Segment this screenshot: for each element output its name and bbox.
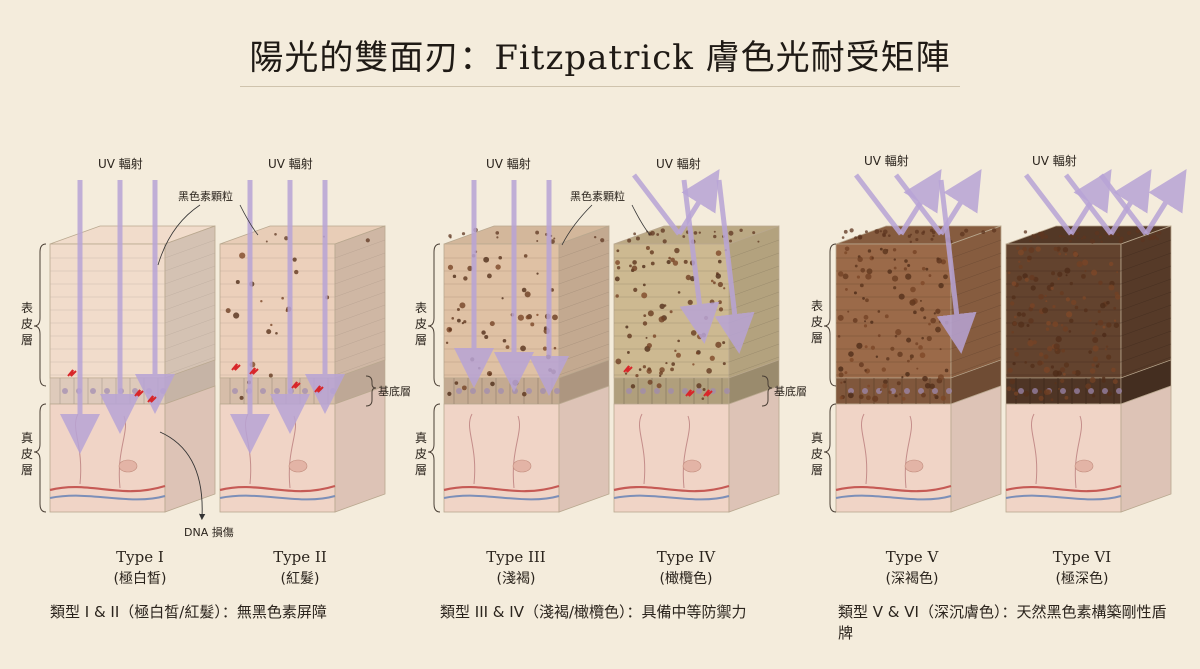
- type-name-2: Type II: [273, 548, 327, 566]
- type-name-6: Type VI: [1052, 548, 1112, 566]
- dermis-label-3: 真皮層: [810, 431, 823, 477]
- epidermis-label-2: 表皮層: [414, 301, 427, 347]
- dna-damage-mark: [314, 385, 324, 393]
- title-divider: [240, 86, 960, 87]
- epidermis-brace: [427, 243, 441, 387]
- melanin-leader: [157, 204, 201, 266]
- type-name-1: Type I: [116, 548, 164, 566]
- dna-damage-mark: [685, 389, 695, 397]
- uv-arrows-5: [854, 169, 982, 354]
- type-name-5: Type V: [885, 548, 939, 566]
- dermis-brace: [427, 403, 441, 513]
- type-desc-5: (深褐色): [885, 571, 939, 587]
- caption-group-3: 類型 V & VI（深沉膚色）：天然黑色素構築剛性盾牌: [838, 603, 1167, 642]
- dna-damage-mark: [231, 363, 241, 371]
- page-title: 陽光的雙面刃：Fitzpatrick 膚色光耐受矩陣: [249, 38, 951, 78]
- epidermis-brace: [823, 243, 837, 387]
- uv-label-4: UV 輻射: [656, 157, 701, 171]
- type-desc-3: (淺褐): [496, 571, 536, 587]
- dna-damage-mark: [249, 367, 259, 375]
- uv-label-3: UV 輻射: [486, 157, 531, 171]
- dna-damage-mark: [703, 389, 713, 397]
- uv-arrows-2: [230, 180, 345, 454]
- skin-block-3: [443, 225, 610, 513]
- type-name-3: Type III: [486, 548, 546, 566]
- dna-damage-mark: [291, 381, 301, 389]
- skin-block-1: [49, 225, 216, 513]
- dermis-brace: [33, 403, 47, 513]
- basal-brace: [761, 375, 773, 407]
- skin-block-2: [219, 225, 386, 513]
- dna-damage-mark: [67, 369, 77, 377]
- type-desc-6: (極深色): [1055, 571, 1109, 587]
- uv-arrows-3: [454, 180, 569, 396]
- epidermis-label-3: 表皮層: [810, 299, 823, 345]
- dna-damage-mark: [147, 395, 157, 403]
- dna-damage-label: DNA 損傷: [184, 526, 234, 539]
- epidermis-brace: [33, 243, 47, 387]
- dna-damage-mark: [623, 365, 633, 373]
- epidermis-label-1: 表皮層: [20, 301, 33, 347]
- dermis-brace: [823, 403, 837, 513]
- type-desc-4: (橄欖色): [659, 571, 713, 587]
- uv-arrows-6: [1024, 169, 1187, 236]
- melanin-leader: [239, 204, 259, 236]
- dna-pointer: [159, 431, 206, 521]
- basal-label-1: 基底層: [378, 385, 411, 398]
- dna-damage-mark: [134, 389, 144, 397]
- dermis-label-2: 真皮層: [414, 431, 427, 477]
- melanin-label-2: 黑色素顆粒: [570, 190, 625, 203]
- type-desc-1: (極白皙): [113, 571, 167, 587]
- uv-label-5: UV 輻射: [864, 154, 909, 168]
- uv-label-2: UV 輻射: [268, 157, 313, 171]
- dermis-label-1: 真皮層: [20, 431, 33, 477]
- type-name-4: Type IV: [656, 548, 716, 566]
- skin-block-6: [1005, 225, 1172, 513]
- skin-block-5: [835, 225, 1002, 513]
- uv-label-1: UV 輻射: [98, 157, 143, 171]
- caption-group-1: 類型 I & II（極白皙/紅髮）：無黑色素屏障: [50, 603, 327, 621]
- type-desc-2: (紅髮): [280, 571, 320, 587]
- uv-label-6: UV 輻射: [1032, 154, 1077, 168]
- basal-label-2: 基底層: [774, 385, 807, 398]
- uv-arrows-4: [623, 169, 755, 397]
- melanin-label-1: 黑色素顆粒: [178, 190, 233, 203]
- basal-brace: [365, 375, 377, 407]
- uv-arrows-1: [60, 180, 175, 454]
- melanin-leader: [631, 204, 651, 236]
- caption-group-2: 類型 III & IV（淺褐/橄欖色）：具備中等防禦力: [440, 603, 747, 621]
- melanin-leader: [561, 204, 593, 246]
